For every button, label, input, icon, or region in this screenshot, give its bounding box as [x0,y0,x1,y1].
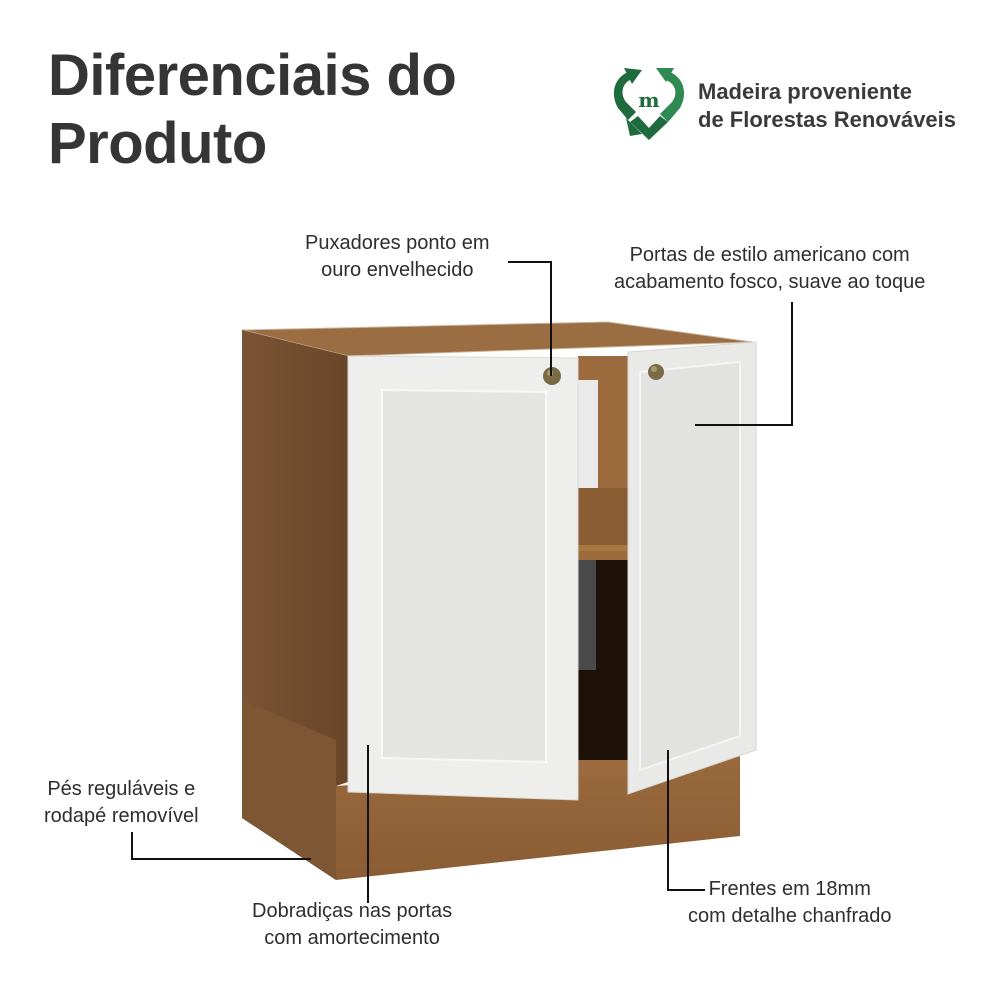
page-title: Diferenciais do Produto [48,42,457,178]
leader-line-feet-h [131,858,311,860]
knob-left [543,367,561,385]
knob-right [648,364,664,380]
renewable-forest-badge: m Madeira proveniente de Florestas Renov… [608,64,956,147]
leader-line-fronts-v [667,750,669,891]
leader-line-feet-v [131,832,133,860]
leader-line-handles-h [508,261,552,263]
recycle-heart-m-icon: m [608,64,690,147]
leader-line-handles-v [550,261,552,376]
svg-text:m: m [638,88,659,112]
callout-hinges: Dobradiças nas portas com amortecimento [252,900,453,949]
badge-line-1: Madeira proveniente [698,78,912,104]
callout-handles: Puxadores ponto em ouro envelhecido [305,232,490,281]
badge-text: Madeira proveniente de Florestas Renováv… [698,78,956,134]
title-line-2: Produto [48,111,267,176]
title-line-1: Diferenciais do [48,43,457,108]
leader-line-fronts-h [667,889,705,891]
badge-line-2: de Florestas Renováveis [698,106,957,132]
callout-feet: Pés reguláveis e rodapé removível [44,778,199,827]
leader-line-hinges [367,745,369,903]
leader-line-doors-v [791,302,793,426]
callout-doors: Portas de estilo americano com acabament… [614,244,926,293]
callout-fronts: Frentes em 18mm com detalhe chanfrado [688,878,892,927]
leader-line-doors-h [695,424,793,426]
